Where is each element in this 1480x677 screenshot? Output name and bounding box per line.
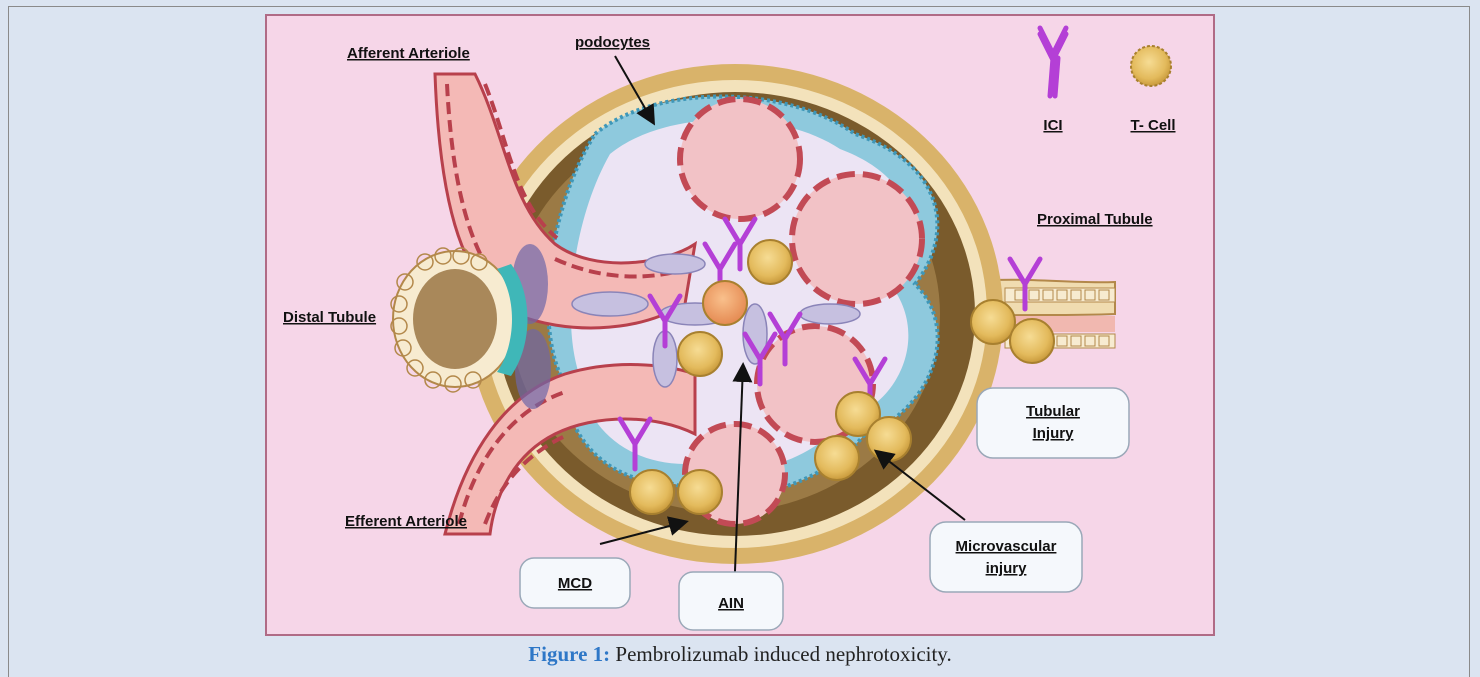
figure-caption: Figure 1: Pembrolizumab induced nephroto… [0,642,1480,667]
ain-box: AIN [679,572,783,630]
distal-tubule-label: Distal Tubule [283,309,376,326]
svg-text:ICI: ICI [1043,117,1062,134]
svg-text:injury: injury [986,560,1027,577]
figure-caption-text: Pembrolizumab induced nephrotoxicity. [615,642,951,666]
podocytes-label: podocytes [575,34,650,51]
figure-number: Figure 1: [528,642,610,666]
svg-text:Tubular: Tubular [1026,403,1080,420]
svg-text:T- Cell: T- Cell [1130,117,1175,134]
glomerulus-diagram: ICI T- Cell Afferent Arteriole podocytes… [265,14,1215,636]
svg-text:AIN: AIN [718,595,744,612]
proximal-tubule-label: Proximal Tubule [1037,211,1153,228]
svg-text:Injury: Injury [1033,425,1074,442]
t-cell-icon [1131,46,1171,86]
svg-text:Microvascular: Microvascular [956,538,1057,555]
microvascular-injury-box: Microvascular injury [930,522,1082,592]
afferent-arteriole-label: Afferent Arteriole [347,45,470,62]
tubular-injury-box: Tubular Injury [977,388,1129,458]
efferent-arteriole-label: Efferent Arteriole [345,513,467,530]
svg-text:MCD: MCD [558,575,592,592]
mcd-box: MCD [520,558,630,608]
